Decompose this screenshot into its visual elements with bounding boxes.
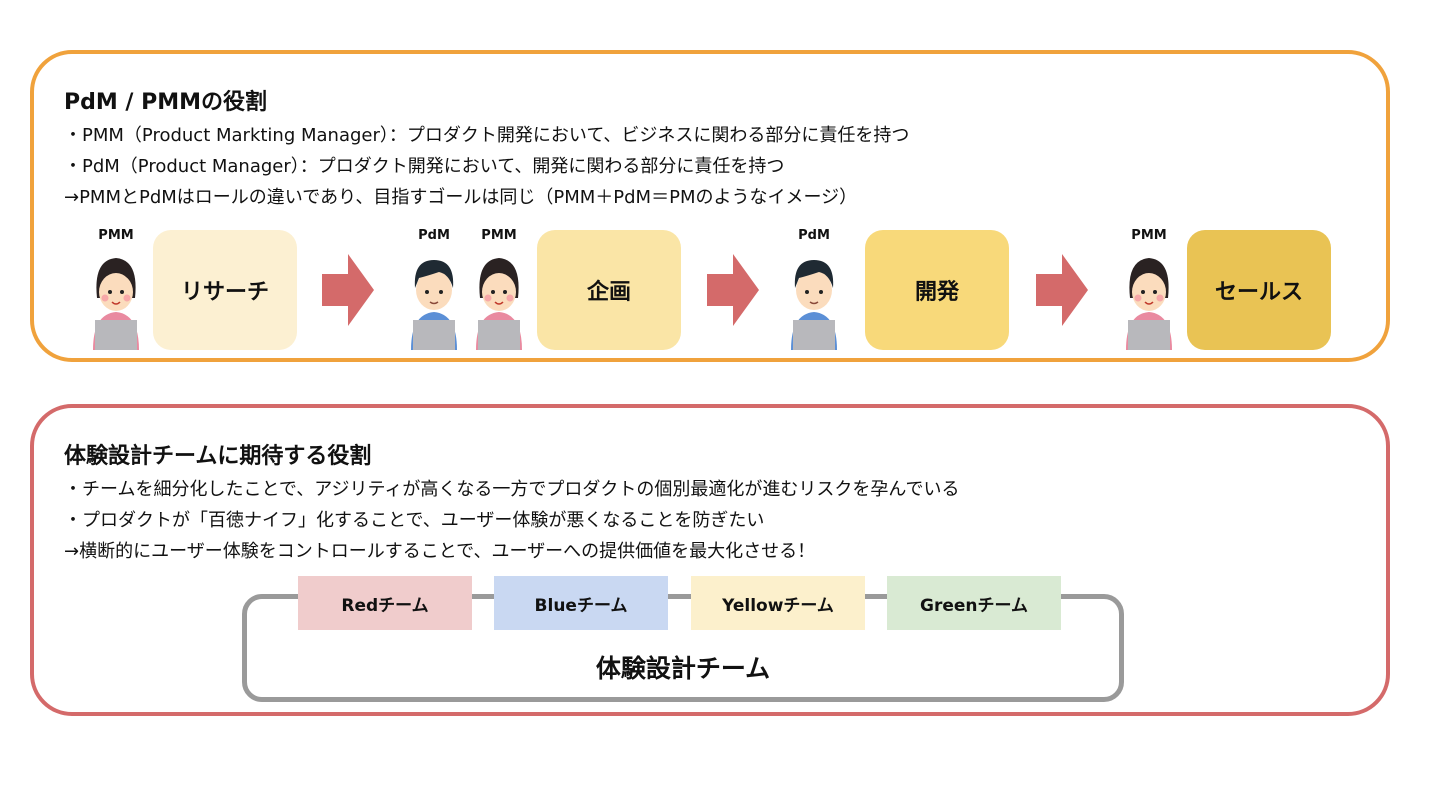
description-line: ・PMM（Product Markting Manager）：プロダクト開発にお…	[64, 125, 910, 146]
female-person-icon	[1122, 250, 1176, 350]
female-person-icon	[472, 250, 526, 350]
stage-planning: 企画	[537, 230, 681, 350]
male-person-icon	[407, 250, 461, 350]
team-blue: Blueチーム	[494, 576, 668, 630]
team-yellow: Yellowチーム	[691, 576, 865, 630]
description-line: ・PdM（Product Manager）：プロダクト開発において、開発に関わる…	[64, 156, 785, 177]
section-title: PdM / PMMの役割	[64, 90, 268, 115]
arrow-right-icon	[1036, 254, 1088, 326]
role-label: PMM	[98, 228, 134, 243]
pdm-pmm-roles-panel: PdM / PMMの役割 ・PMM（Product Markting Manag…	[30, 50, 1390, 362]
role-label: PdM	[418, 228, 450, 243]
stage-sales: セールス	[1187, 230, 1331, 350]
description-line: ・チームを細分化したことで、アジリティが高くなる一方でプロダクトの個別最適化が進…	[64, 479, 960, 500]
team-red: Redチーム	[298, 576, 472, 630]
arrow-right-icon	[322, 254, 374, 326]
stage-development: 開発	[865, 230, 1009, 350]
description: ・チームを細分化したことで、アジリティが高くなる一方でプロダクトの個別最適化が進…	[64, 474, 960, 567]
description: ・PMM（Product Markting Manager）：プロダクト開発にお…	[64, 120, 909, 213]
experience-design-team-panel: 体験設計チームに期待する役割 ・チームを細分化したことで、アジリティが高くなる一…	[30, 404, 1390, 716]
team-label: 体験設計チーム	[595, 654, 771, 683]
description-line: →PMMとPdMはロールの違いであり、目指すゴールは同じ（PMM＋PdM＝PMの…	[64, 187, 858, 208]
role-label: PdM	[798, 228, 830, 243]
role-label: PMM	[481, 228, 517, 243]
experience-design-team-box: 体験設計チーム	[242, 594, 1124, 702]
female-person-icon	[89, 250, 143, 350]
role-label: PMM	[1131, 228, 1167, 243]
stage-research: リサーチ	[153, 230, 297, 350]
description-line: ・プロダクトが「百徳ナイフ」化することで、ユーザー体験が悪くなることを防ぎたい	[64, 510, 765, 531]
description-line: →横断的にユーザー体験をコントロールすることで、ユーザーへの提供価値を最大化させ…	[64, 541, 816, 562]
team-green: Greenチーム	[887, 576, 1061, 630]
section-title: 体験設計チームに期待する役割	[64, 444, 372, 469]
male-person-icon	[787, 250, 841, 350]
arrow-right-icon	[707, 254, 759, 326]
